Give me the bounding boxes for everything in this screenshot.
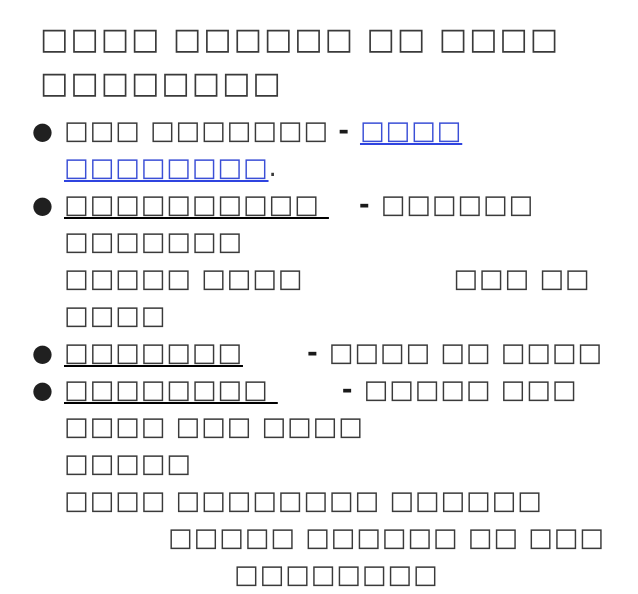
bullet-item-2: ● □□□□□□□□□□ -□□□□□□ □□□□□□□ □□□□□ □□□□□…: [30, 187, 620, 335]
bullet-2-term: □□□□□□□□□□: [64, 190, 329, 220]
bullet-2-separator: -: [358, 190, 371, 220]
bullet-3-desc-a: □□□□ □□ □□□□: [328, 338, 603, 368]
bullet-item-3: ● □□□□□□□ -□□□□ □□ □□□□: [30, 335, 620, 372]
bullet-list: ● □□□ □□□□□□□ -□□□□ □□□□□□□□. ● □□□□□□□□…: [30, 113, 620, 594]
bullet-2-continuation: □□□□□ □□□□ □□□ □□: [64, 261, 620, 298]
bullet-3-separator: -: [306, 338, 319, 368]
bullet-2-desc-c: □□□ □□: [453, 264, 591, 294]
slide: □□□□ □□□□□□ □□ □□□□ □□□□□□□□ ● □□□ □□□□□…: [32, 18, 604, 590]
bullet-4-term: □□□□□□□□: [64, 375, 278, 405]
bullet-2-desc-a: □□□□□□ □□□□□□□: [64, 190, 535, 257]
bullet-4-desc-d: □□□□ □□□□□□□□ □□□□□□: [64, 486, 543, 516]
bullet-4-separator: -: [341, 375, 354, 405]
bullet-4-desc-a: □□□□□ □□□: [363, 375, 578, 405]
bullet-4-desc-b: □□□□ □□□ □□□□: [64, 412, 364, 442]
bullet-2-desc-d: □□□□: [64, 301, 167, 331]
bullet-dot-icon: ●: [32, 339, 54, 367]
title-line-1: □□□□ □□□□□□ □□ □□□□: [40, 22, 561, 57]
bullet-4-desc-e: □□□□□ □□□□□□ □□ □□□: [168, 523, 605, 553]
bullet-1-link[interactable]: □□□□ □□□□□□□□: [64, 116, 463, 183]
bullet-3-term: □□□□□□□: [64, 338, 243, 368]
bullet-item-4: ● □□□□□□□□ -□□□□□ □□□ □□□□ □□□ □□□□ □□□□□…: [30, 372, 620, 594]
bullet-1-suffix: .: [268, 153, 278, 183]
bullet-dot-icon: ●: [32, 191, 54, 219]
bullet-2-desc-b: □□□□□ □□□□: [64, 264, 304, 294]
bullet-4-desc-f: □□□□□□□□: [234, 560, 439, 590]
title-line-2: □□□□□□□□: [40, 66, 283, 101]
slide-title: □□□□ □□□□□□ □□ □□□□ □□□□□□□□: [40, 18, 600, 106]
bullet-dot-icon: ●: [32, 376, 54, 404]
bullet-item-1: ● □□□ □□□□□□□ -□□□□ □□□□□□□□.: [30, 113, 620, 187]
bullet-dot-icon: ●: [32, 117, 54, 145]
bullet-1-prefix: □□□ □□□□□□□: [64, 116, 339, 146]
bullet-4-desc-c: □□□□□: [64, 449, 192, 479]
bullet-4-continuation: □□□□ □□□ □□□□ □□□□□: [64, 409, 620, 483]
bullet-1-separator: -: [338, 116, 350, 146]
